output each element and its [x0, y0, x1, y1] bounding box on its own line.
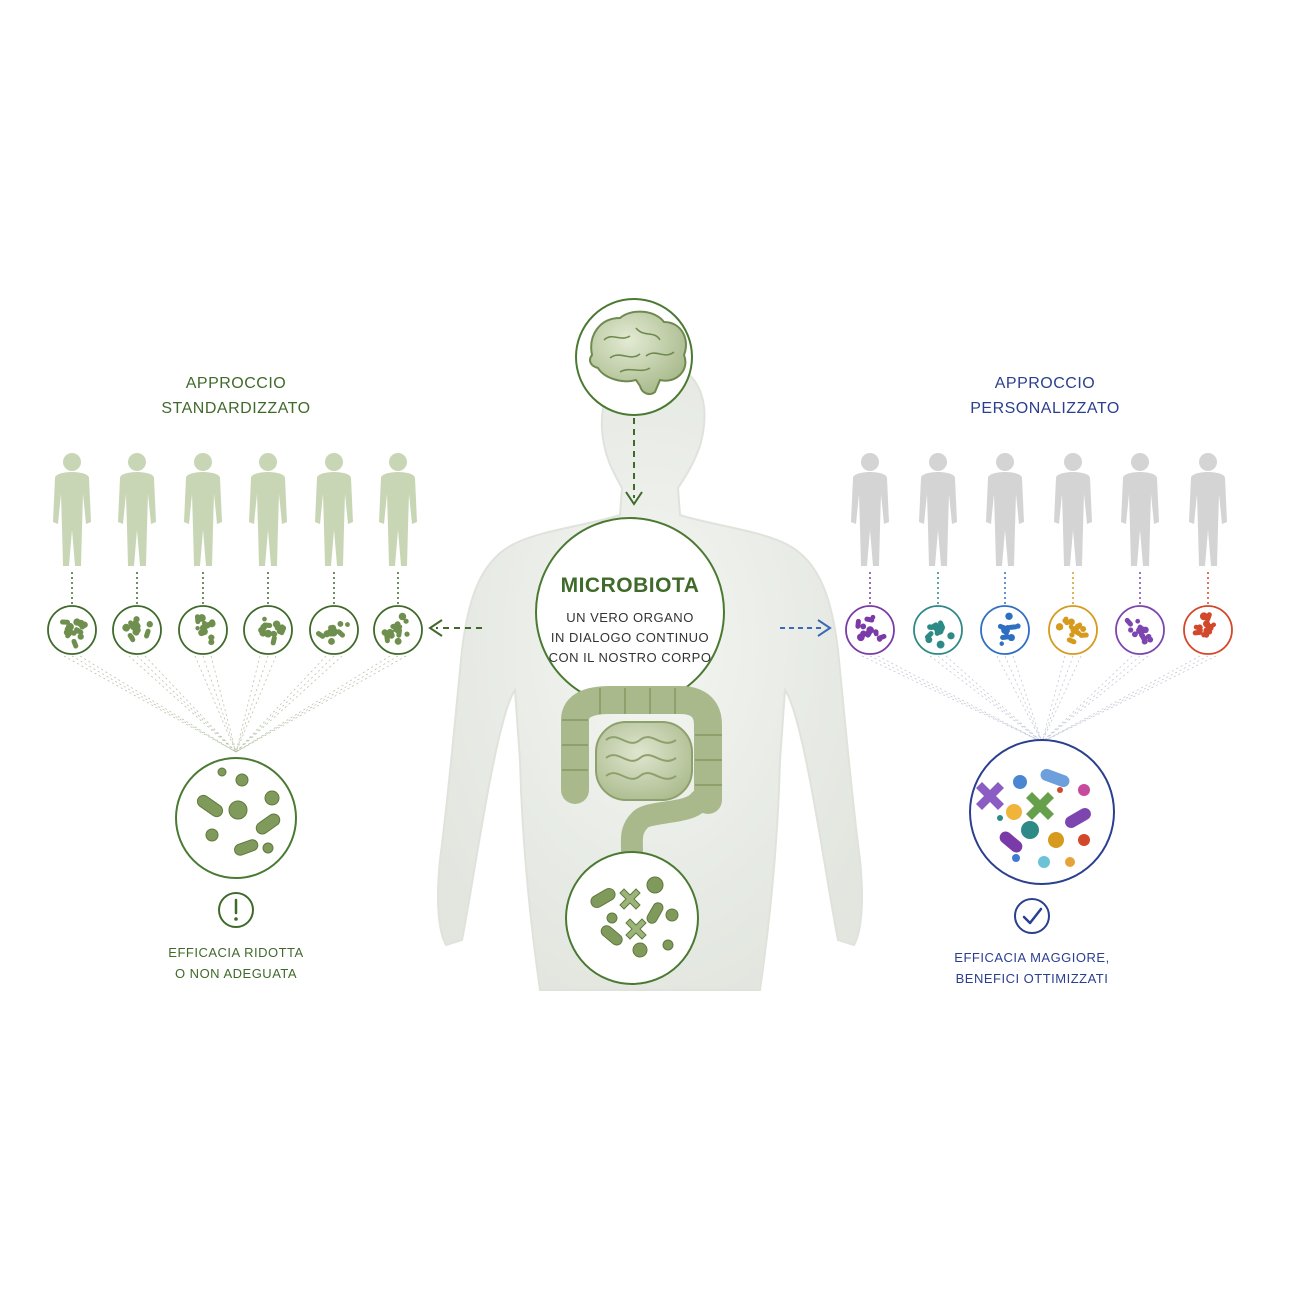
right-outcome-line1: EFFICACIA MAGGIORE,	[954, 950, 1109, 965]
microbiota-title: MICROBIOTA	[561, 574, 700, 597]
left-convergence-lines	[63, 655, 407, 753]
left-outcome-bubble	[175, 757, 297, 879]
bacteria-sample-circle	[112, 605, 162, 655]
person-silhouette-icon	[986, 453, 1024, 566]
gut-bacteria-bubble	[565, 851, 699, 985]
brain-icon	[589, 310, 687, 395]
person-silhouette-icon	[315, 453, 353, 566]
person-silhouette-icon	[1054, 453, 1092, 566]
brain-bubble	[575, 298, 693, 416]
right-outcome-bubble	[969, 739, 1115, 885]
person-silhouette-icon	[919, 453, 957, 566]
microbiota-subtitle-line3: CON IL NOSTRO CORPO	[549, 650, 712, 665]
left-title-line2: STANDARDIZZATO	[161, 400, 310, 417]
exclamation-icon	[218, 892, 254, 928]
left-title-line1: APPROCCIO	[186, 375, 287, 392]
right-title-line1: APPROCCIO	[995, 375, 1096, 392]
personalized-approach-panel: APPROCCIO PERSONALIZZATO	[845, 375, 1233, 986]
person-silhouette-icon	[851, 453, 889, 566]
bacteria-sample-circle	[178, 605, 228, 655]
microbiota-bubble: MICROBIOTA UN VERO ORGANO IN DIALOGO CON…	[535, 517, 725, 707]
bacteria-sample-circle	[1115, 605, 1165, 655]
intestine-icon	[561, 686, 722, 861]
right-outcome-line2: BENEFICI OTTIMIZZATI	[956, 971, 1109, 986]
bacteria-sample-circle	[845, 605, 895, 655]
person-silhouette-icon	[53, 453, 91, 566]
person-silhouette-icon	[1121, 453, 1159, 566]
left-outcome-line2: O NON ADEGUATA	[175, 966, 297, 981]
center-to-left-arrow	[428, 619, 482, 637]
checkmark-icon	[1014, 898, 1050, 934]
center-to-right-arrow	[780, 619, 832, 637]
microbiota-subtitle-line1: UN VERO ORGANO	[566, 610, 694, 625]
person-silhouette-icon	[118, 453, 156, 566]
person-silhouette-icon	[184, 453, 222, 566]
bacteria-sample-circle	[309, 605, 359, 655]
standardized-approach-panel: APPROCCIO STANDARDIZZATO EFFICACIA	[47, 375, 423, 981]
bacteria-sample-circle	[980, 605, 1030, 655]
left-outcome-line1: EFFICACIA RIDOTTA	[168, 945, 303, 960]
microbiota-subtitle-line2: IN DIALOGO CONTINUO	[551, 630, 709, 645]
person-silhouette-icon	[1189, 453, 1227, 566]
person-silhouette-icon	[379, 453, 417, 566]
person-silhouette-icon	[249, 453, 287, 566]
right-title-line2: PERSONALIZZATO	[970, 400, 1120, 417]
brain-to-microbiota-arrow	[625, 418, 643, 506]
bacteria-sample-circle	[1183, 605, 1233, 655]
bacteria-sample-circle	[243, 605, 293, 655]
bacteria-sample-circle	[47, 605, 97, 655]
right-convergence-lines	[861, 655, 1217, 743]
bacteria-sample-circle	[1048, 605, 1098, 655]
bacteria-sample-circle	[913, 605, 963, 655]
bacteria-sample-circle	[373, 605, 423, 655]
